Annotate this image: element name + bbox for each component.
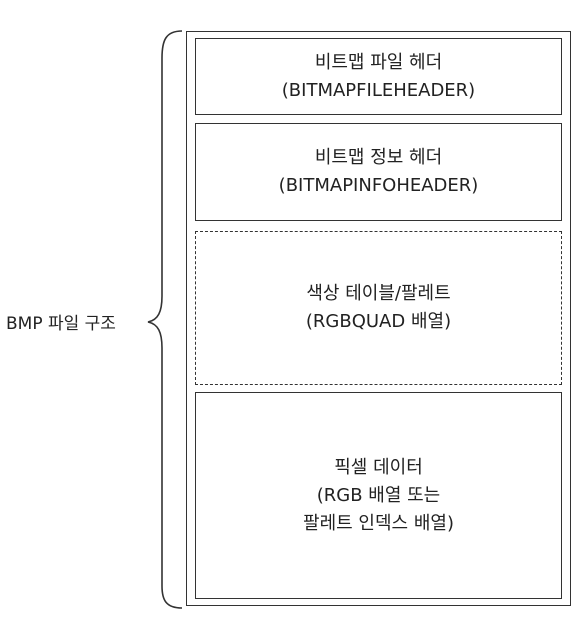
color-table-palette-section: 색상 테이블/팔레트 (RGBQUAD 배열)	[195, 231, 562, 385]
section-subtitle: (RGBQUAD 배열)	[305, 311, 452, 332]
section-subtitle: (BITMAPINFOHEADER)	[278, 175, 479, 196]
section-title: 색상 테이블/팔레트	[306, 283, 451, 304]
section-subtitle-2: 팔레트 인덱스 배열)	[303, 512, 454, 534]
pixel-data-section: 픽셀 데이터 (RGB 배열 또는 팔레트 인덱스 배열)	[195, 392, 562, 599]
section-subtitle: (RGB 배열 또는	[316, 484, 441, 506]
section-title: 비트맵 정보 헤더	[314, 147, 443, 168]
bmp-structure-label: BMP 파일 구조	[6, 314, 116, 334]
section-subtitle: (BITMAPFILEHEADER)	[281, 79, 476, 101]
bmp-file-container	[186, 31, 571, 606]
section-title: 픽셀 데이터	[334, 456, 423, 478]
bitmap-file-header-section: 비트맵 파일 헤더 (BITMAPFILEHEADER)	[195, 38, 562, 115]
bitmap-info-header-section: 비트맵 정보 헤더 (BITMAPINFOHEADER)	[195, 123, 562, 221]
section-title: 비트맵 파일 헤더	[314, 51, 443, 73]
